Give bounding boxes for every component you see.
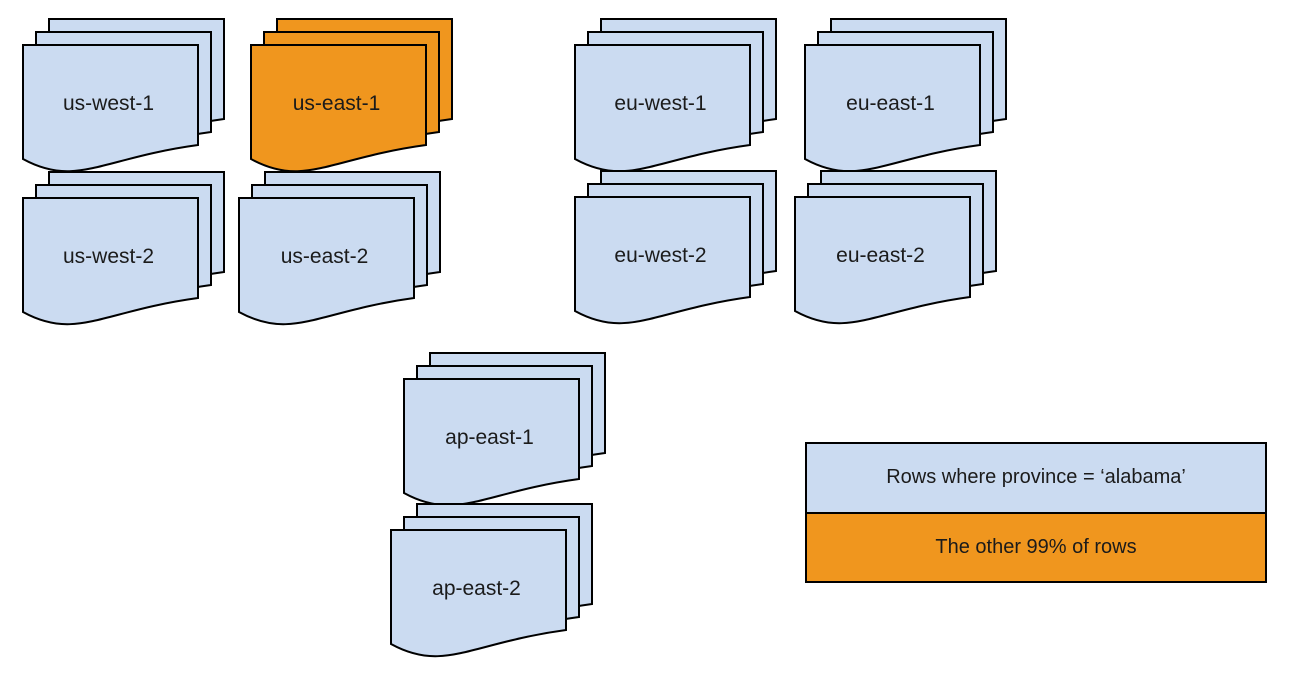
region-stack-ap-east-2: ap-east-2 (389, 502, 594, 660)
region-stack-eu-west-2: eu-west-2 (573, 169, 778, 327)
region-label-ap-east-1: ap-east-1 (445, 426, 534, 449)
region-stack-eu-east-2: eu-east-2 (793, 169, 998, 327)
region-stack-us-east-2: us-east-2 (237, 170, 442, 328)
region-label-us-west-1: us-west-1 (62, 92, 155, 115)
legend-item-label: The other 99% of rows (935, 535, 1137, 558)
legend-item-other-rows: The other 99% of rows (807, 511, 1265, 581)
region-stack-eu-west-1: eu-west-1 (573, 17, 778, 175)
region-label-eu-east-2: eu-east-2 (836, 244, 925, 267)
region-label-us-east-1: us-east-1 (292, 92, 381, 115)
region-label-eu-east-1: eu-east-1 (846, 92, 935, 115)
region-label-eu-west-2: eu-west-2 (614, 244, 707, 267)
region-stack-us-west-2: us-west-2 (21, 170, 226, 328)
legend-item-label: Rows where province = ‘alabama’ (886, 466, 1186, 489)
region-label-ap-east-2: ap-east-2 (432, 577, 521, 600)
region-stack-eu-east-1: eu-east-1 (803, 17, 1008, 175)
legend-item-alabama-rows: Rows where province = ‘alabama’ (807, 444, 1265, 512)
region-label-us-west-2: us-west-2 (62, 245, 155, 268)
region-label-us-east-2: us-east-2 (280, 245, 369, 268)
legend: Rows where province = ‘alabama’ The othe… (805, 442, 1267, 583)
region-label-eu-west-1: eu-west-1 (614, 92, 707, 115)
region-stack-us-east-1: us-east-1 (249, 17, 454, 175)
region-stack-ap-east-1: ap-east-1 (402, 351, 607, 509)
region-stack-us-west-1: us-west-1 (21, 17, 226, 175)
